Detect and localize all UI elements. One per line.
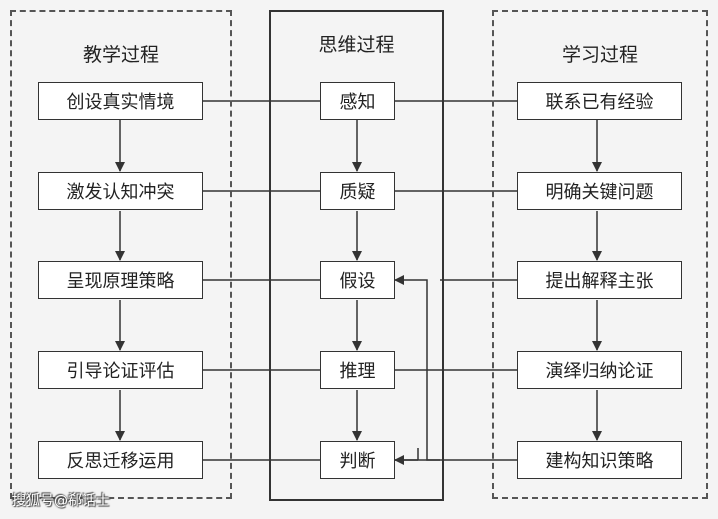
learning-step-2: 明确关键问题 [517, 172, 682, 210]
thinking-step-3: 假设 [320, 261, 395, 299]
teaching-step-2: 激发认知冲突 [38, 172, 203, 210]
teaching-step-3: 呈现原理策略 [38, 261, 203, 299]
teaching-step-4: 引导论证评估 [38, 351, 203, 389]
learning-step-1: 联系已有经验 [517, 82, 682, 120]
teaching-process-title: 教学过程 [82, 44, 159, 66]
learning-process-panel: 学习过程 [492, 10, 708, 499]
thinking-process-title: 思维过程 [318, 34, 395, 56]
learning-step-3: 提出解释主张 [517, 261, 682, 299]
thinking-step-4: 推理 [320, 351, 395, 389]
learning-process-title: 学习过程 [561, 44, 638, 66]
thinking-process-panel: 思维过程 [269, 10, 444, 501]
learning-step-5: 建构知识策略 [517, 441, 682, 479]
thinking-step-2: 质疑 [320, 172, 395, 210]
thinking-step-5: 判断 [320, 441, 395, 479]
learning-step-4: 演绎归纳论证 [517, 351, 682, 389]
feedback-loop-outer [394, 275, 440, 461]
teaching-step-5: 反思迁移运用 [38, 441, 203, 479]
teaching-process-panel: 教学过程 [10, 10, 232, 499]
watermark-text: 搜狐号@郗话士 [12, 493, 110, 509]
thinking-step-1: 感知 [320, 82, 395, 120]
teaching-step-1: 创设真实情境 [38, 82, 203, 120]
